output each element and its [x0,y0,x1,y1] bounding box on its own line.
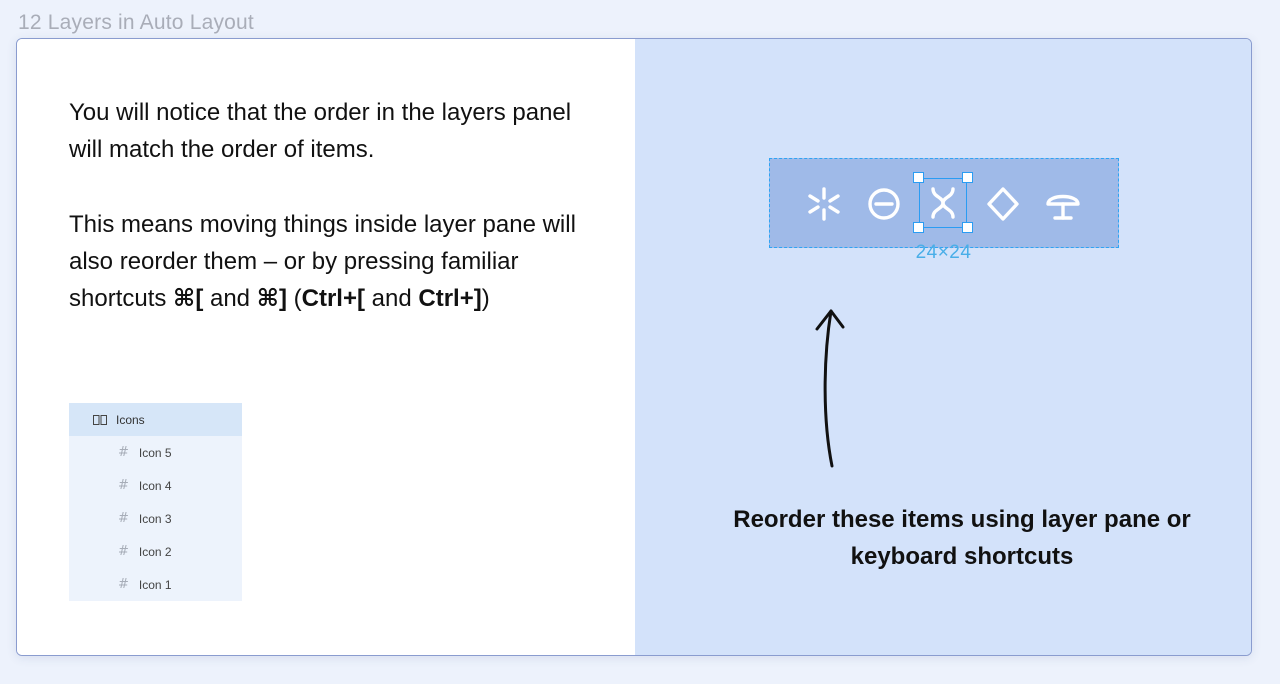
selection-handle-top-left[interactable] [913,172,924,183]
diamond-icon[interactable] [985,186,1021,222]
shortcut-text: This means moving things inside layer pa… [69,211,576,312]
hash-icon: # [118,577,129,592]
paragraph-order: You will notice that the order in the la… [69,99,572,163]
explanation-panel: You will notice that the order in the la… [17,39,635,655]
layer-label: Icon 4 [138,478,172,493]
layer-row-icon-3[interactable]: # Icon 3 [69,502,242,535]
selection-handle-bottom-right[interactable] [962,222,973,233]
layer-row-icon-4[interactable]: # Icon 4 [69,469,242,502]
shortcut-ctrl-right: Ctrl+] [418,285,482,312]
shortcut-paren-close: ) [481,285,490,312]
demo-panel: Reorder these items using layer pane or … [635,39,1251,655]
mushroom-icon[interactable] [1045,186,1081,222]
hash-icon: # [118,478,129,493]
frame-title: 12 Layers in Auto Layout [18,11,254,34]
instruction-caption: Reorder these items using layer pane or … [733,506,1191,570]
layer-row-icon-1[interactable]: # Icon 1 [69,568,242,601]
shortcut-paren-open: ( [286,285,302,312]
shortcut-cmd-right: ⌘] [256,285,287,312]
shortcut-ctrl-left: Ctrl+[ [301,285,365,312]
frame-columns-icon [93,414,107,425]
shortcut-cmd-left: ⌘[ [173,285,204,312]
shortcut-and: and [203,285,257,312]
selection-handle-top-right[interactable] [962,172,973,183]
layer-label: Icon 1 [138,577,172,592]
layer-label: Icon 2 [138,544,172,559]
selection-handle-bottom-left[interactable] [913,222,924,233]
asterisk-icon[interactable] [806,186,842,222]
hash-icon: # [118,511,129,526]
up-arrow-icon [815,309,845,468]
hash-icon: # [118,445,129,460]
layer-row-icon-2[interactable]: # Icon 2 [69,535,242,568]
selection-size-label: 24×24 [915,242,972,263]
layer-row-icons[interactable]: Icons [69,403,242,436]
split-icon[interactable] [925,185,961,221]
layer-label: Icon 5 [138,445,172,460]
layers-panel: Icons # Icon 5 # Icon 4 # Icon 3 # Icon … [69,403,242,601]
selection-box[interactable] [919,178,967,228]
paragraph-shortcuts: This means moving things inside layer pa… [69,206,599,317]
layer-label: Icon 3 [138,511,172,526]
auto-layout-frame: You will notice that the order in the la… [16,38,1252,656]
layer-label: Icons [116,412,145,427]
layer-row-icon-5[interactable]: # Icon 5 [69,436,242,469]
hash-icon: # [118,544,129,559]
minus-circle-icon[interactable] [866,186,902,222]
shortcut-and-2: and [364,285,419,312]
